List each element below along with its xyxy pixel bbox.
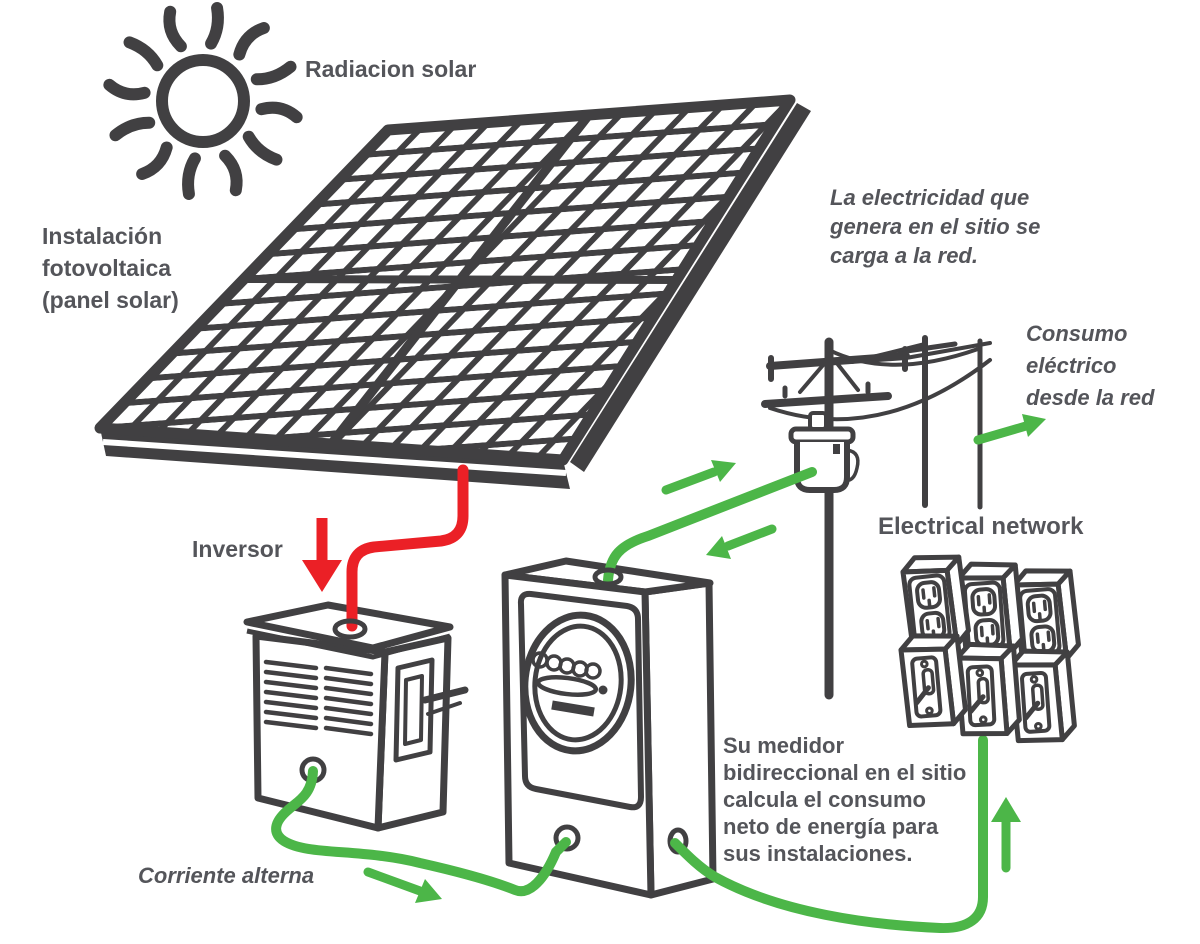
note-grid-feed: La electricidad que genera en el sitio s…	[830, 185, 1041, 268]
ac-arrow	[363, 867, 442, 903]
from-grid-arrow	[706, 524, 777, 559]
meter-grommet	[592, 567, 624, 587]
solar-panel	[94, 94, 811, 489]
meter-grid-wire	[603, 467, 817, 585]
grid-consumption-arrow	[973, 414, 1046, 445]
ac-wire	[271, 766, 571, 897]
outlet-box	[1013, 567, 1080, 663]
network-up-arrow	[991, 797, 1021, 873]
note-grid-consumption: Consumo eléctrico desde la red	[1026, 321, 1155, 410]
label-solar-radiation: Radiacion solar	[305, 56, 477, 82]
dc-arrow-down	[302, 518, 342, 592]
meter-network-wire	[670, 735, 988, 934]
label-pv-installation: Instalación fotovoltaica (panel solar)	[42, 223, 179, 313]
bidirectional-meter	[501, 557, 717, 899]
label-ac-current: Corriente alterna	[138, 863, 315, 888]
utility-pole	[761, 335, 992, 700]
switch-box	[956, 642, 1020, 736]
note-bidirectional-meter: Su medidor bidireccional en el sitio cal…	[723, 733, 967, 866]
label-electrical-network: Electrical network	[878, 513, 1084, 540]
sun-icon	[103, 2, 303, 200]
dc-wire	[346, 464, 469, 632]
to-grid-arrow	[661, 460, 736, 495]
inverter-grommet	[332, 618, 368, 640]
switch-box	[900, 632, 967, 728]
electrical-network	[900, 553, 1080, 743]
label-inverter: Inversor	[192, 536, 283, 562]
